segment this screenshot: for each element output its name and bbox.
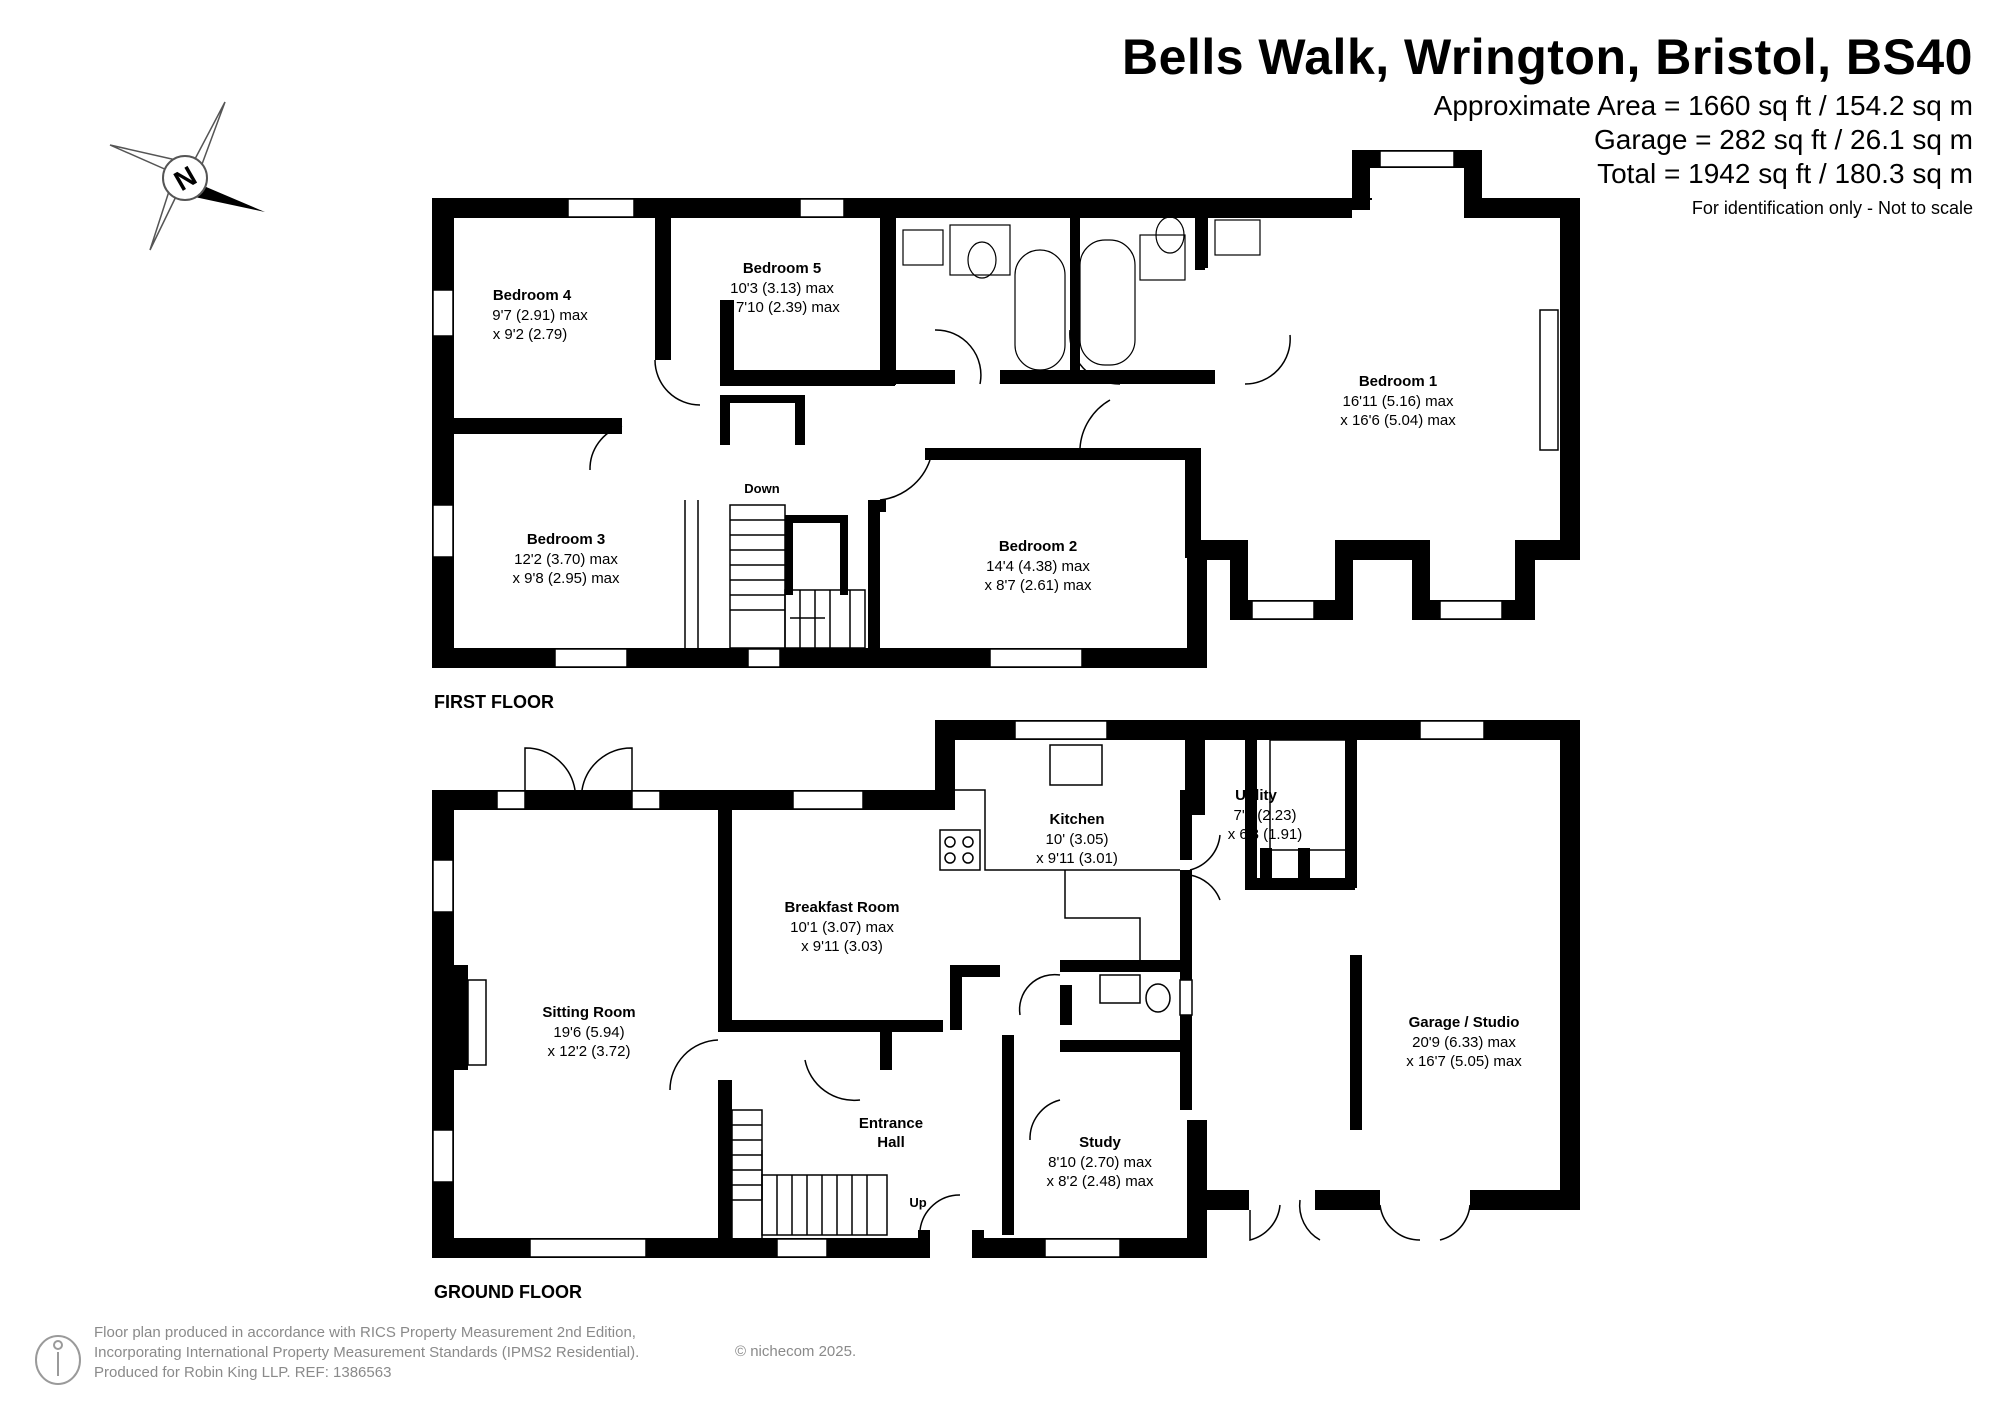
garage-dim2: x 16'7 (5.05) max xyxy=(1406,1053,1522,1070)
bedroom5-dim1: 10'3 (3.13) max xyxy=(730,280,834,297)
utility-dim2: x 6'3 (1.91) xyxy=(1228,826,1303,843)
utility-dim1: 7'4 (2.23) xyxy=(1234,807,1297,824)
entrance-hall-name-1: Entrance xyxy=(859,1115,923,1132)
kitchen-dim1: 10' (3.05) xyxy=(1046,831,1109,848)
garage-area: Garage = 282 sq ft / 26.1 sq m xyxy=(1594,124,1973,155)
bedroom5-dim2: x 7'10 (2.39) max xyxy=(724,299,840,316)
nichecom-logo-icon xyxy=(35,1335,81,1385)
garage-name: Garage / Studio xyxy=(1409,1014,1520,1031)
breakfast-dim2: x 9'11 (3.03) xyxy=(801,938,883,955)
utility-name: Utility xyxy=(1235,787,1277,804)
breakfast-name: Breakfast Room xyxy=(784,899,899,916)
breakfast-dim1: 10'1 (3.07) max xyxy=(790,919,894,936)
bedroom1-name: Bedroom 1 xyxy=(1359,373,1437,390)
bedroom5-name: Bedroom 5 xyxy=(743,260,821,277)
footer-text: Floor plan produced in accordance with R… xyxy=(94,1323,639,1383)
bedroom3-dim1: 12'2 (3.70) max xyxy=(514,551,618,568)
bedroom3-dim2: x 9'8 (2.95) max xyxy=(512,570,620,587)
room-labels: Bedroom 4 9'7 (2.91) max x 9'2 (2.79) Be… xyxy=(492,260,1522,1210)
study-dim2: x 8'2 (2.48) max xyxy=(1046,1173,1154,1190)
bedroom4-dim1: 9'7 (2.91) max xyxy=(492,307,588,324)
bedroom3-name: Bedroom 3 xyxy=(527,531,605,548)
first-floor-plan xyxy=(432,150,1580,668)
bedroom2-name: Bedroom 2 xyxy=(999,538,1077,555)
bedroom2-dim2: x 8'7 (2.61) max xyxy=(984,577,1092,594)
stairs-down-label: Down xyxy=(744,481,779,496)
bedroom4-dim2: x 9'2 (2.79) xyxy=(493,326,568,343)
copyright: © nichecom 2025. xyxy=(735,1343,857,1360)
footer-line-2: Incorporating International Property Mea… xyxy=(94,1344,640,1361)
ground-floor-plan xyxy=(432,720,1580,1258)
bedroom4-name: Bedroom 4 xyxy=(493,287,572,304)
scale-note: For identification only - Not to scale xyxy=(1691,198,1973,218)
study-name: Study xyxy=(1079,1134,1121,1151)
ground-floor-label: GROUND FLOOR xyxy=(434,1282,582,1302)
bedroom1-dim1: 16'11 (5.16) max xyxy=(1343,393,1454,410)
sitting-dim1: 19'6 (5.94) xyxy=(553,1024,624,1041)
sitting-name: Sitting Room xyxy=(542,1004,635,1021)
approximate-area: Approximate Area = 1660 sq ft / 154.2 sq… xyxy=(1433,90,1973,121)
compass-rose-icon: N xyxy=(109,101,265,251)
garage-dim1: 20'9 (6.33) max xyxy=(1412,1034,1516,1051)
property-title: Bells Walk, Wrington, Bristol, BS40 xyxy=(1122,29,1973,85)
kitchen-dim2: x 9'11 (3.01) xyxy=(1036,850,1118,867)
footer-line-3: Produced for Robin King LLP. REF: 138656… xyxy=(94,1364,392,1381)
first-floor-label: FIRST FLOOR xyxy=(434,692,554,712)
kitchen-name: Kitchen xyxy=(1049,811,1104,828)
bedroom2-dim1: 14'4 (4.38) max xyxy=(986,558,1090,575)
total-area: Total = 1942 sq ft / 180.3 sq m xyxy=(1597,158,1973,189)
stairs-up-label: Up xyxy=(909,1195,926,1210)
entrance-hall-name-2: Hall xyxy=(877,1134,905,1151)
footer-line-1: Floor plan produced in accordance with R… xyxy=(94,1324,636,1341)
sitting-dim2: x 12'2 (3.72) xyxy=(548,1043,631,1060)
study-dim1: 8'10 (2.70) max xyxy=(1048,1154,1152,1171)
bedroom1-dim2: x 16'6 (5.04) max xyxy=(1340,412,1456,429)
